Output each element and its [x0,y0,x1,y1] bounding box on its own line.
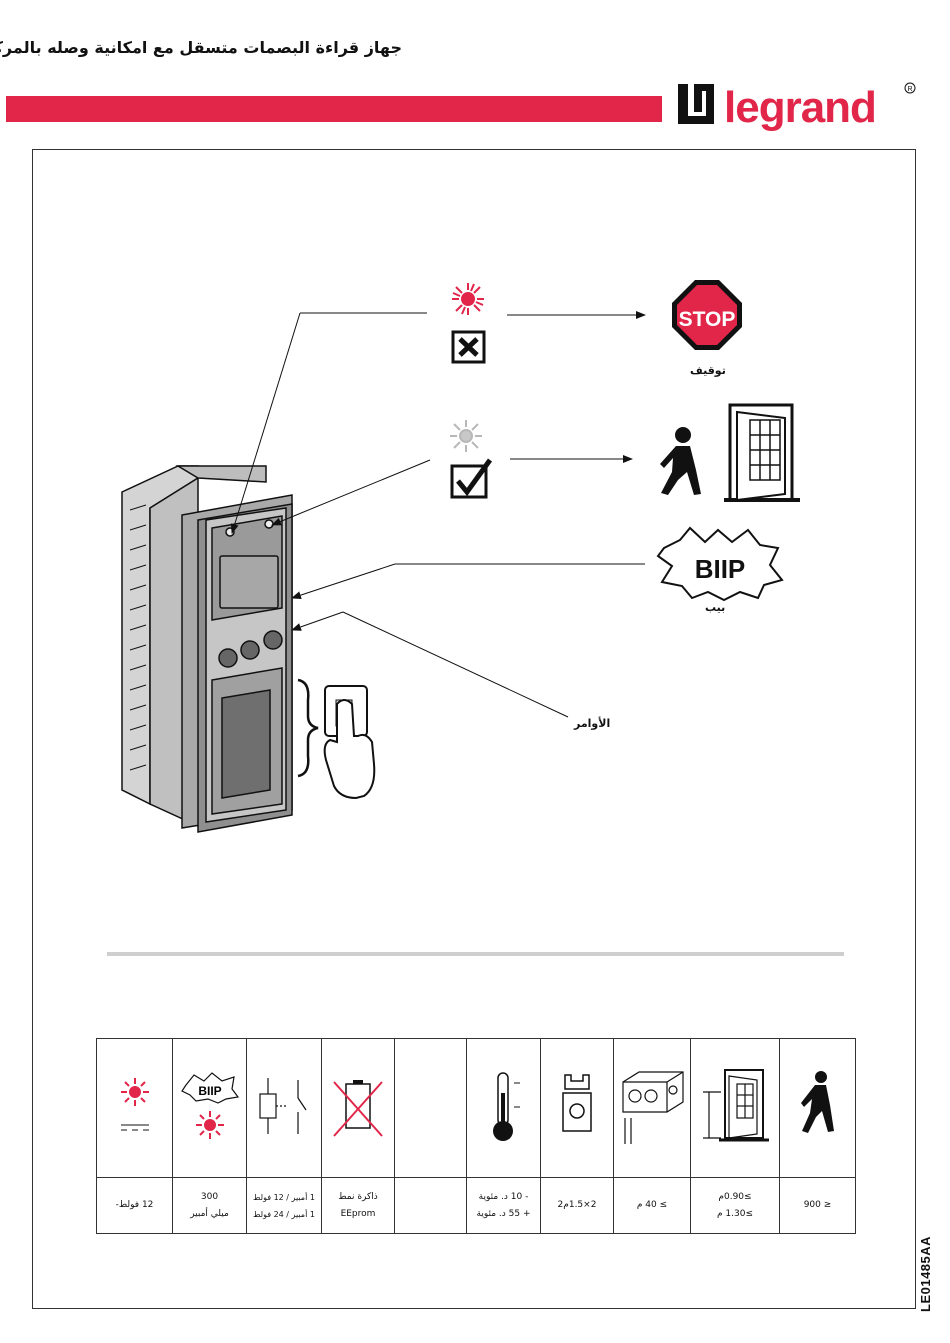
spec-icon-cell [614,1039,691,1178]
no-battery-icon [328,1072,388,1142]
red-led-icon [452,283,484,315]
spec-value-cell: ≥0.90م≥1.30 م [691,1178,780,1234]
finger-press-icon [325,686,375,798]
spec-icon-cell [97,1039,173,1178]
document-id: LE01485AA [918,1236,933,1312]
beep-label: بيب [705,601,725,614]
flush-box-icon [617,1062,687,1152]
specifications-table: BIIP [96,1038,856,1234]
spec-value-cell: 12 فولط- [97,1178,173,1234]
beep-text: BIIP [695,554,746,584]
spec-icon-cell [780,1039,856,1178]
spec-value: ذاكرة نمط [322,1189,394,1206]
terminal-icon [547,1067,607,1147]
spec-value: EEprom [322,1206,394,1223]
spec-value-cell: 2×1.5م2 [541,1178,614,1234]
stop-sign-icon: STOP [672,280,742,350]
stop-label: توقيف [690,364,726,377]
spec-value-cell: ≤ 900 [780,1178,856,1234]
open-door-icon [724,405,800,500]
spec-icon-cell-empty [395,1039,467,1178]
thermometer-icon [474,1067,534,1147]
grey-led-icon [450,420,482,452]
spec-value: + 55 د. مئوية [467,1206,540,1223]
relay-icon [254,1072,314,1142]
spec-value: ميلي أمبير [173,1206,246,1223]
spec-value-cell-empty [395,1178,467,1234]
spec-icon-cell: BIIP [173,1039,247,1178]
section-divider [107,952,844,956]
spec-value: ≥ 40 م [614,1197,690,1214]
spec-value-cell: ≥ 40 م [614,1178,691,1234]
spec-value: 2×1.5م2 [541,1197,613,1214]
fingerprint-reader-device [122,466,292,832]
spec-value: 1 أمبير / 12 فولط [247,1189,321,1206]
spec-icon-cell [467,1039,541,1178]
led-dc-icon [105,1072,165,1142]
spec-value: 12 فولط- [97,1197,172,1214]
walking-person-icon [788,1067,848,1147]
granted-check-icon [452,460,490,497]
svg-text:BIIP: BIIP [198,1084,221,1098]
spec-value: - 10 د. مئوية [467,1189,540,1206]
denied-x-icon [453,332,484,362]
spec-value: ≥0.90م [691,1189,779,1206]
spec-value: 1 أمبير / 24 فولط [247,1206,321,1223]
spec-icon-cell [322,1039,395,1178]
stop-sign-text: STOP [679,308,736,331]
spec-value: ≥1.30 م [691,1206,779,1223]
spec-icon-cell [691,1039,780,1178]
door-height-icon [695,1062,775,1152]
brace [298,680,318,776]
beep-burst-icon: BIIP [658,528,782,600]
spec-value: 300 [173,1189,246,1206]
beep-led-icon: BIIP [180,1067,240,1147]
spec-value: ≤ 900 [780,1197,855,1214]
spec-value-cell: - 10 د. مئوية+ 55 د. مئوية [467,1178,541,1234]
walking-person-icon [660,427,701,495]
operation-diagram: STOP BIIP [0,0,950,960]
commands-label: الأوامر [574,717,610,730]
spec-icon-cell [247,1039,322,1178]
spec-icon-cell [541,1039,614,1178]
